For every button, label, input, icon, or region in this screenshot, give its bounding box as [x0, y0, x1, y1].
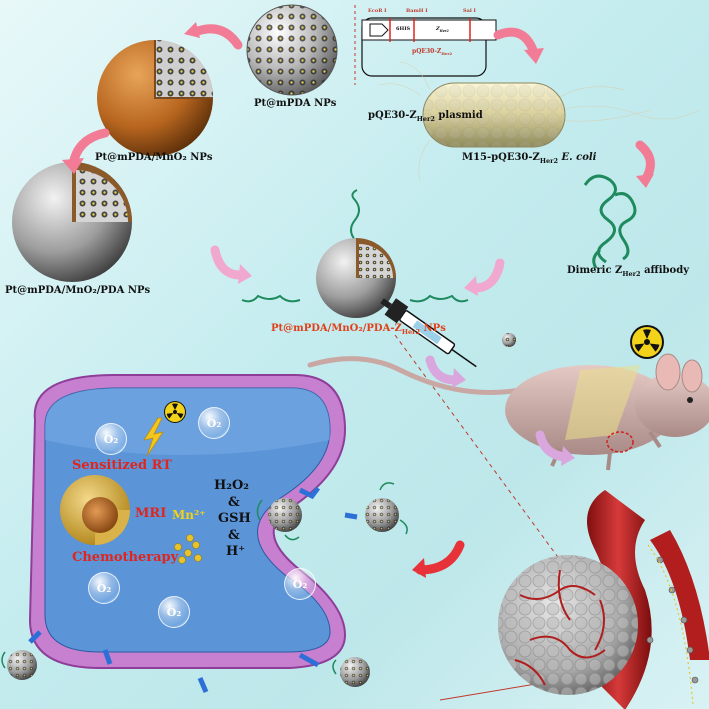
- bound-nanoparticle-2: [344, 482, 408, 535]
- drug-particles: [174, 534, 202, 564]
- arrow-1: [193, 24, 243, 50]
- label-pt-mpda-mno2: Pt@mPDA/MnO₂ NPs: [95, 152, 213, 163]
- plasmid-diagram: [361, 17, 497, 77]
- bound-nanoparticle-3: [1, 630, 42, 680]
- lightning-icon: [143, 417, 164, 457]
- arrow-9: [415, 540, 465, 575]
- label-gsh: GSH: [218, 511, 251, 526]
- plasmid-his: 6HIS: [396, 26, 411, 32]
- targeted-nanoparticle: [241, 189, 469, 318]
- arrow-3: [210, 245, 245, 280]
- label-amp-1: &: [228, 495, 240, 510]
- oxygen-bubble-2: O₂: [198, 407, 230, 439]
- plasmid-site-bamhi: BamH I: [406, 8, 428, 14]
- small-nanoparticle-syringe: [502, 333, 516, 347]
- label-ecoli: M15-pQE30-ZHer2 E. coli: [462, 152, 597, 165]
- arrow-8: [535, 430, 570, 462]
- bound-nanoparticle-1: [256, 486, 320, 541]
- pt-mpda-mno2-pda-nanoparticle: [12, 162, 132, 282]
- arrow-7: [425, 355, 460, 385]
- label-mn: Mn²⁺: [172, 508, 206, 522]
- label-pt-mpda-mno2-pda: Pt@mPDA/MnO₂/PDA NPs: [5, 285, 151, 296]
- label-plasmid: pQE30-ZHer2 plasmid: [368, 110, 483, 123]
- radiation-icon: [630, 325, 664, 359]
- arrow-5: [493, 27, 538, 55]
- plasmid-site-ecori: EcoR I: [368, 8, 387, 14]
- label-amp-2: &: [228, 528, 240, 543]
- affibody-protein: [583, 174, 637, 269]
- syringe: [380, 298, 477, 368]
- radiation-icon-cell: [164, 401, 186, 423]
- core-sphere: [60, 475, 130, 545]
- label-chemotherapy: Chemotherapy: [72, 550, 179, 565]
- nude-mouse: [307, 353, 709, 471]
- label-sensitized-rt: Sensitized RT: [72, 458, 172, 473]
- oxygen-bubble-4: O₂: [158, 596, 190, 628]
- plasmid-gene: ZHer2: [436, 26, 449, 33]
- oxygen-bubble-1: O₂: [95, 423, 127, 455]
- label-mri: MRI: [135, 506, 167, 521]
- bound-nanoparticle-4: [298, 652, 370, 687]
- oxygen-bubble-3: O₂: [88, 572, 120, 604]
- label-h2o2: H₂O₂: [214, 478, 249, 493]
- arrow-4: [470, 258, 505, 293]
- label-final-np: Pt@mPDA/MnO₂/PDA-ZHer2 NPs: [271, 323, 446, 336]
- label-pt-mpda: Pt@mPDA NPs: [254, 98, 337, 109]
- plasmid-title: pQE30-ZHer2: [412, 48, 453, 57]
- arrows: [62, 22, 655, 578]
- label-hplus: H⁺: [226, 544, 246, 559]
- oxygen-bubble-5: O₂: [284, 568, 316, 600]
- label-affibody: Dimeric ZHer2 affibody: [567, 265, 690, 278]
- pt-mpda-mno2-nanoparticle: [97, 40, 213, 156]
- tumor: [498, 555, 638, 695]
- ecoli-bacterium: [379, 61, 701, 181]
- pt-mpda-nanoparticle: [246, 4, 338, 96]
- plasmid-site-sal: Sal I: [463, 8, 476, 14]
- receptor-icons: [102, 649, 209, 693]
